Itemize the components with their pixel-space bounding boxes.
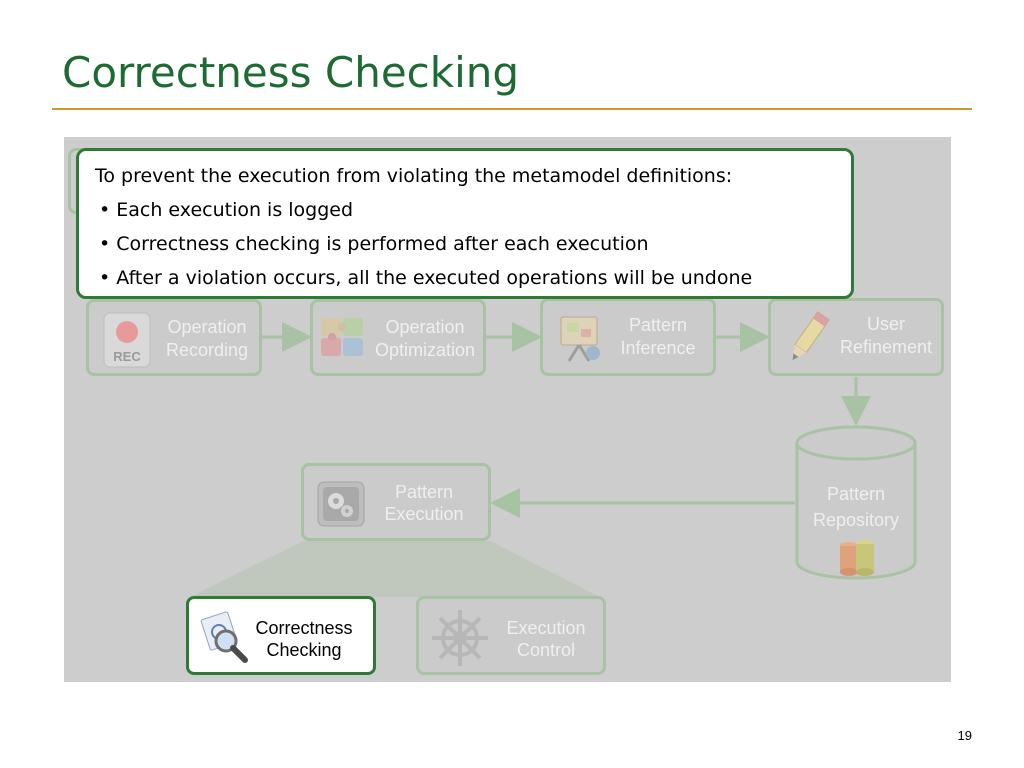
node-label-line1: User bbox=[866, 314, 905, 334]
title-divider bbox=[52, 108, 972, 110]
node-operation-optimization: Operation Optimization bbox=[310, 299, 486, 376]
node-label-line1: Operation bbox=[167, 317, 247, 337]
node-label-line1: Correctness bbox=[255, 618, 353, 638]
node-label-line2: Control bbox=[516, 640, 576, 660]
callout-bullet: • Correctness checking is performed afte… bbox=[99, 233, 649, 255]
zoom-trapezoid bbox=[190, 541, 600, 597]
node-label-line2: Execution bbox=[384, 504, 464, 524]
node-label-line1: Pattern bbox=[628, 315, 688, 335]
callout-bullet: • Each execution is logged bbox=[99, 199, 354, 221]
gears-icon bbox=[316, 480, 366, 528]
puzzle-icon bbox=[317, 314, 371, 364]
node-label-line2: Optimization bbox=[374, 340, 476, 360]
callout-box: To prevent the execution from violating … bbox=[76, 148, 854, 299]
node-correctness-checking: Correctness Checking bbox=[186, 596, 376, 675]
node-pattern-execution: Pattern Execution bbox=[301, 463, 491, 541]
node-label-line2: Checking bbox=[266, 640, 342, 660]
node-operation-recording: REC Operation Recording bbox=[86, 299, 262, 376]
node-label-line2: Refinement bbox=[839, 337, 933, 357]
node-label-line2: Recording bbox=[165, 340, 249, 360]
callout-bullet: • After a violation occurs, all the exec… bbox=[99, 267, 753, 289]
database-icon bbox=[837, 538, 877, 576]
node-pattern-inference: Pattern Inference bbox=[540, 298, 716, 376]
node-label-line1: Operation bbox=[385, 317, 465, 337]
node-label-line1: Execution bbox=[506, 618, 586, 638]
presentation-icon bbox=[555, 311, 605, 365]
pencil-icon bbox=[783, 309, 833, 367]
node-label-line2: Repository bbox=[812, 510, 900, 530]
node-user-refinement: User Refinement bbox=[768, 298, 944, 376]
node-execution-control: Execution Control bbox=[416, 596, 606, 675]
slide-title: Correctness Checking bbox=[62, 48, 520, 97]
rec-icon-label: REC bbox=[113, 349, 141, 364]
page-number: 19 bbox=[957, 728, 972, 743]
node-label-line2: Inference bbox=[620, 338, 696, 358]
magnifier-icon bbox=[199, 611, 251, 665]
node-label-line1: Pattern bbox=[826, 484, 886, 504]
rec-icon: REC bbox=[103, 312, 151, 368]
callout-intro: To prevent the execution from violating … bbox=[95, 165, 733, 187]
node-label-line1: Pattern bbox=[394, 482, 454, 502]
ship-wheel-icon bbox=[429, 607, 491, 669]
node-pattern-repository: Pattern Repository bbox=[795, 425, 917, 580]
